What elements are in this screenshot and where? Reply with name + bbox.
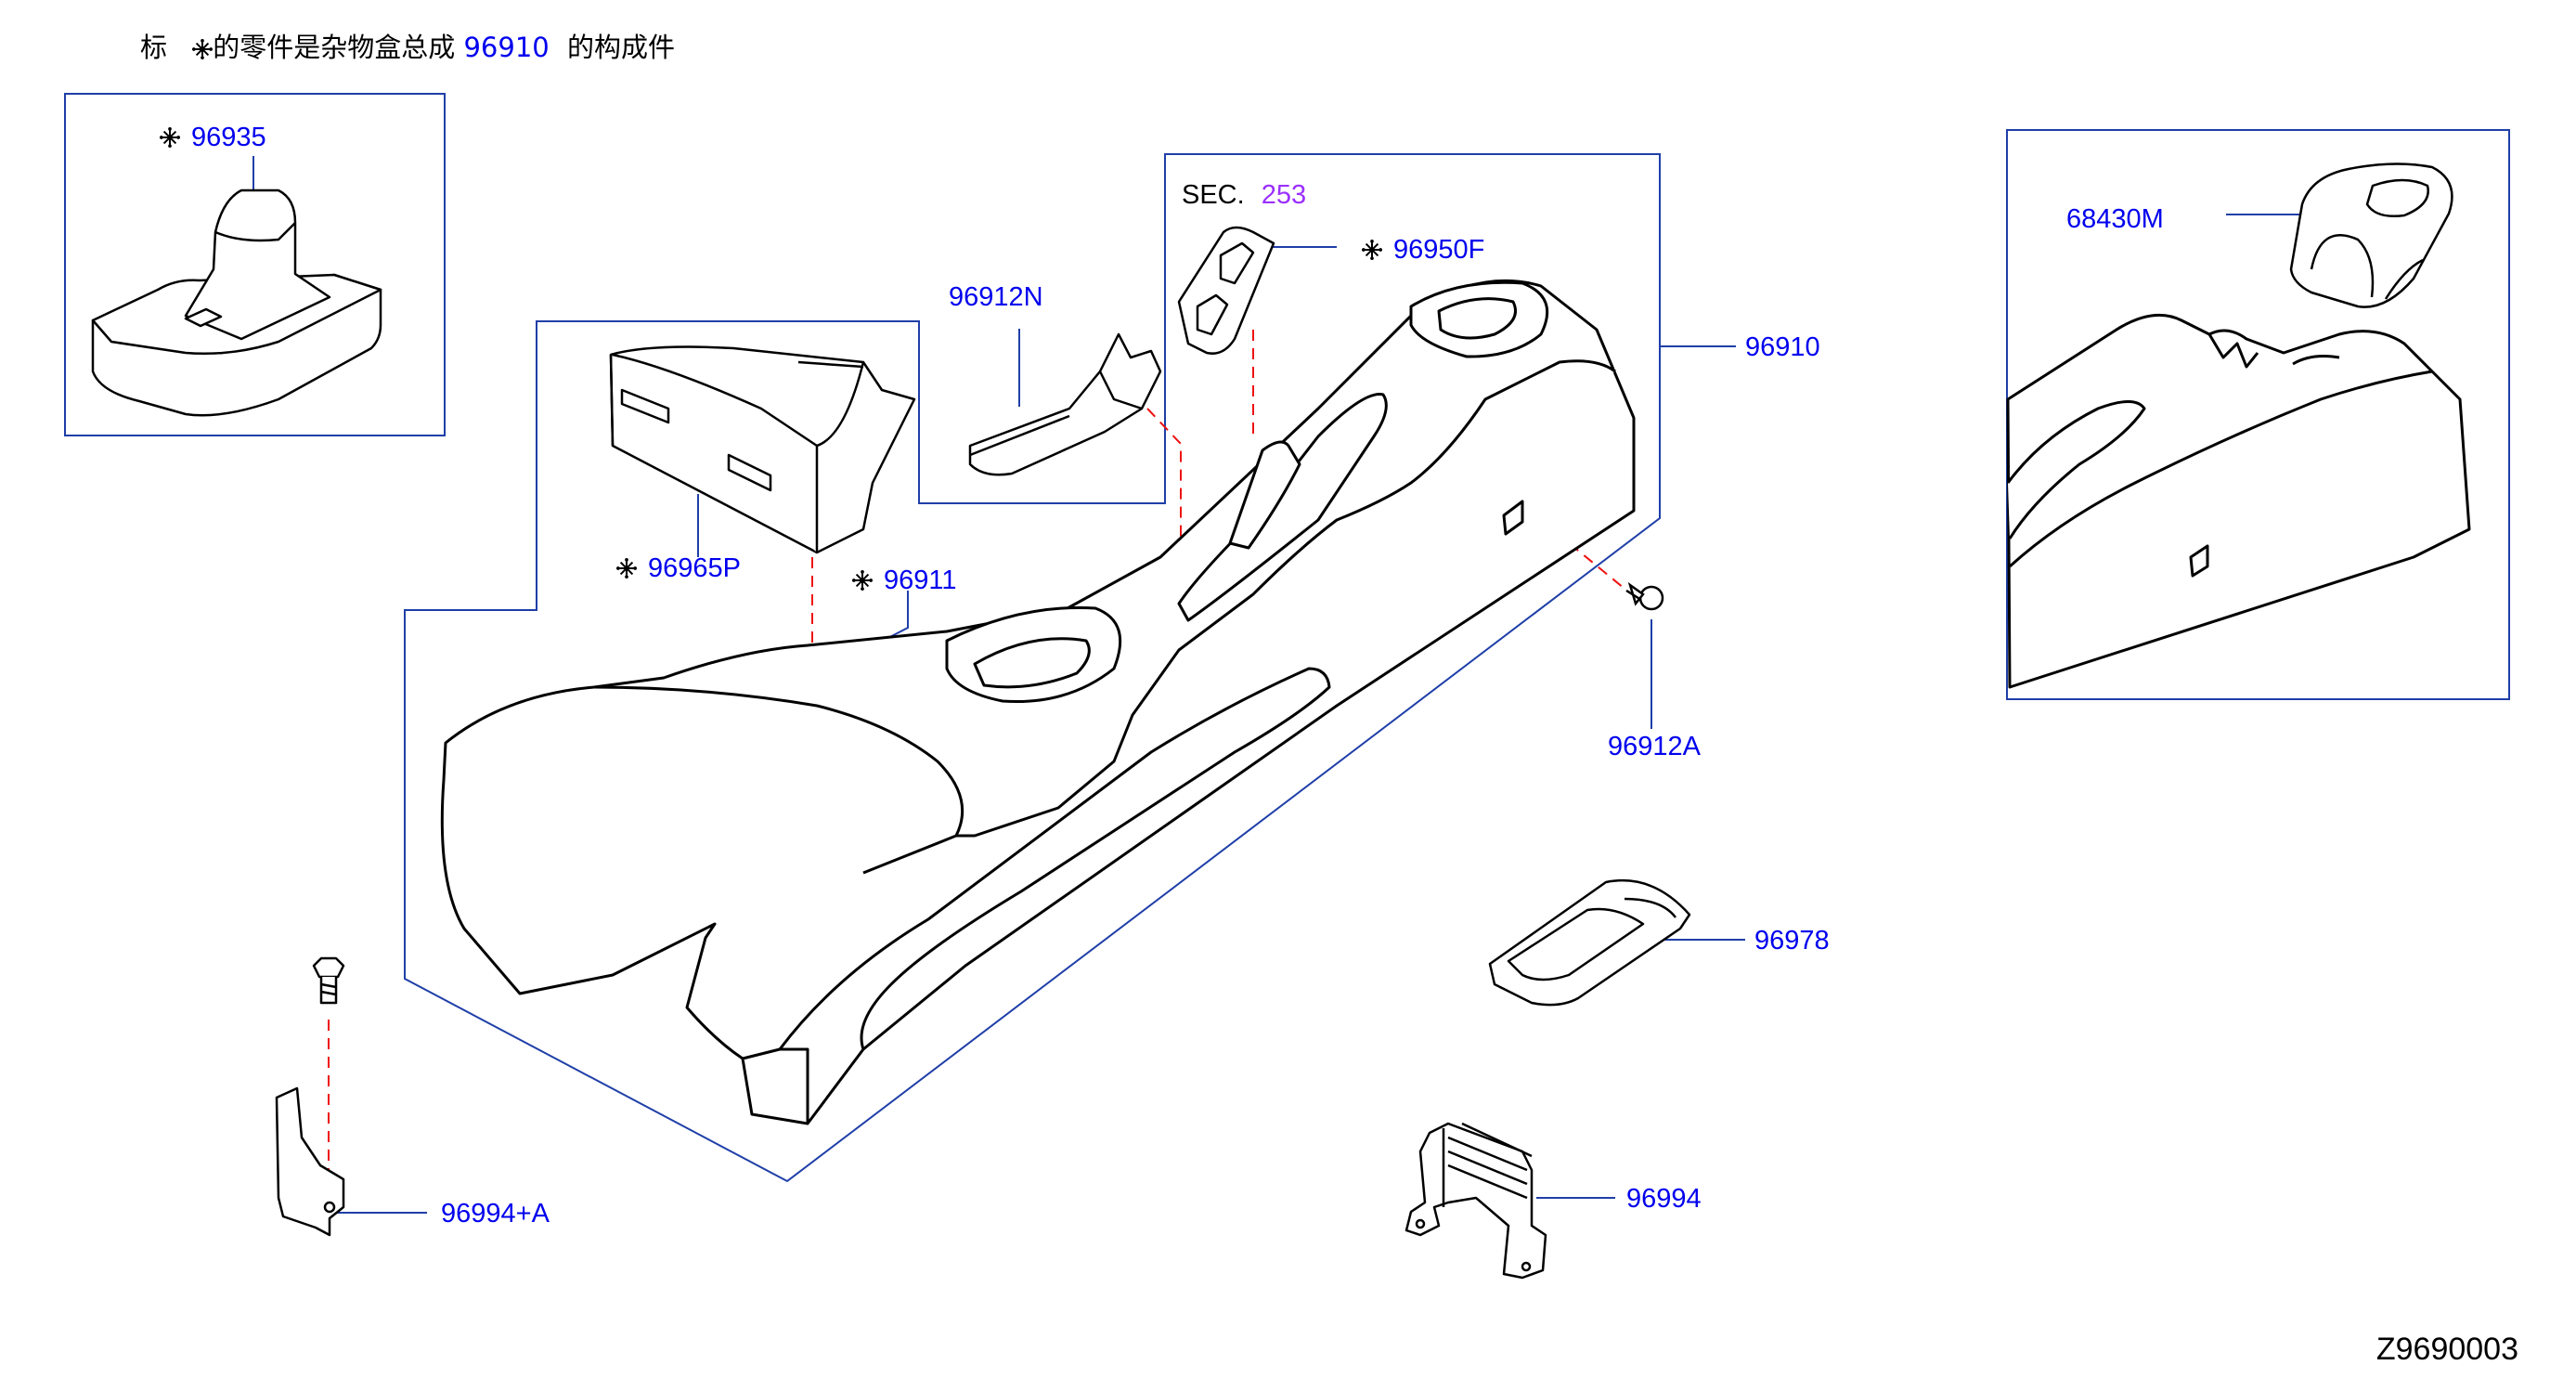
section-reference: SEC. 253	[1182, 180, 1306, 211]
frame-console-assembly	[404, 153, 1661, 1183]
callout-96910[interactable]: 96910	[1745, 332, 1820, 363]
snowflake-asterisk-icon	[616, 558, 637, 578]
snowflake-asterisk-icon	[160, 127, 180, 148]
callout-label: 68430M	[2066, 204, 2164, 234]
bolt-bracket-96994A	[275, 956, 345, 1237]
detail-frames	[64, 93, 2510, 1183]
callout-label: 96965P	[648, 553, 741, 583]
callout-label: 96912A	[1608, 732, 1701, 761]
callout-68430M[interactable]: 68430M	[2066, 204, 2164, 235]
callout-label: 96994	[1626, 1184, 1702, 1214]
callout-label: 96950F	[1393, 235, 1485, 265]
callout-96994[interactable]: 96994	[1626, 1184, 1702, 1215]
switch-panel-96950F	[1177, 226, 1275, 355]
tray-96978	[1488, 878, 1691, 1007]
section-label: SEC.	[1182, 180, 1245, 210]
callout-label: 96994+A	[441, 1199, 550, 1228]
callout-label: 96978	[1754, 926, 1830, 956]
callout-label: 96912N	[949, 282, 1043, 312]
callout-96911[interactable]: 96911	[852, 566, 957, 596]
console-detail-view	[2006, 313, 2471, 689]
callout-label: 96935	[191, 123, 266, 152]
note-prefix: 标	[140, 32, 168, 63]
callout-96912N[interactable]: 96912N	[949, 282, 1043, 313]
screw-96912A	[1625, 581, 1664, 611]
finisher-96912N	[968, 332, 1162, 476]
console-box-96965P	[609, 345, 916, 554]
bracket-96994	[1405, 1122, 1547, 1280]
diagram-code: Z9690003	[2375, 1332, 2518, 1367]
section-number-link[interactable]: 253	[1261, 180, 1307, 210]
frame-shift-boot	[64, 93, 446, 436]
callout-label: 96911	[884, 566, 957, 595]
leader-lines	[252, 156, 2306, 1214]
cup-holder-68430M	[2289, 162, 2453, 308]
callout-96978[interactable]: 96978	[1754, 926, 1830, 956]
snowflake-asterisk-icon	[191, 37, 214, 61]
callout-96935[interactable]: 96935	[160, 123, 266, 153]
assembly-note: 标 的零件是杂物盒总成 96910 的构成件	[140, 26, 675, 65]
callout-96912A[interactable]: 96912A	[1608, 732, 1701, 762]
callout-96994A[interactable]: 96994+A	[441, 1199, 550, 1229]
note-text: 的零件是杂物盒总成	[213, 32, 456, 63]
snowflake-asterisk-icon	[852, 570, 873, 591]
snowflake-asterisk-icon	[1362, 240, 1382, 260]
note-assembly-ref[interactable]: 96910	[463, 32, 550, 63]
shift-boot-part	[91, 188, 382, 417]
callout-96965P[interactable]: 96965P	[616, 553, 741, 584]
callout-96950F[interactable]: 96950F	[1362, 235, 1484, 266]
center-console-96910	[440, 279, 1636, 1125]
note-suffix: 的构成件	[566, 32, 675, 63]
callout-label: 96910	[1745, 332, 1820, 362]
